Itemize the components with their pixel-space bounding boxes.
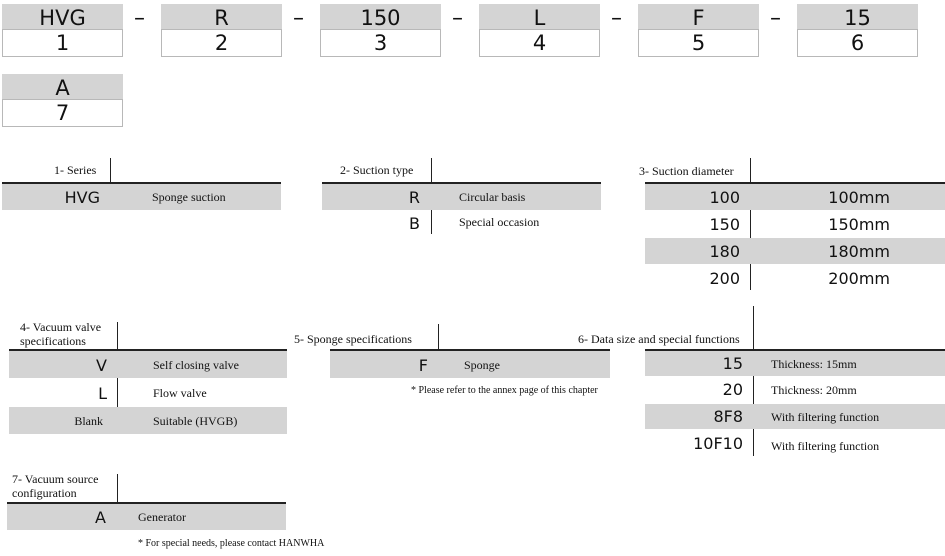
- code-index-vacuum-source: 7: [2, 99, 123, 127]
- suction-diameter-code: 180: [709, 242, 740, 261]
- code-index-vacuum-valve: 4: [479, 29, 600, 57]
- data-size-desc: Thickness: 15mm: [771, 357, 857, 371]
- table-row: [2, 184, 281, 210]
- suction-type-header: 2- Suction type: [340, 163, 414, 177]
- code-box-vacuum-source: A: [2, 74, 123, 101]
- table-row: [645, 351, 945, 376]
- suction-type-desc: Circular basis: [459, 190, 526, 204]
- code-index-suction-type: 2: [161, 29, 282, 57]
- table-row: [645, 404, 945, 429]
- data-size-code: 8F8: [713, 407, 743, 426]
- code-box-data-size: 15: [797, 4, 918, 31]
- divider: [2, 182, 281, 184]
- data-size-desc: With filtering function: [771, 410, 880, 424]
- sponge-spec-code: F: [418, 356, 428, 375]
- divider: [645, 182, 945, 184]
- suction-diameter-desc: 100mm: [828, 188, 890, 207]
- data-size-code: 10F10: [693, 434, 743, 453]
- vacuum-source-desc: Generator: [138, 510, 186, 524]
- divider: [330, 349, 610, 351]
- divider: [117, 322, 118, 434]
- table-row: [645, 238, 945, 264]
- vacuum-valve-desc: Suitable (HVGB): [153, 414, 238, 428]
- data-size-code: 15: [722, 354, 743, 373]
- vacuum-source-code: A: [95, 508, 106, 527]
- suction-diameter-desc: 150mm: [828, 215, 890, 234]
- series-code: HVG: [64, 188, 100, 207]
- suction-type-desc: Special occasion: [459, 215, 540, 229]
- sponge-spec-note: * Please refer to the annex page of this…: [411, 385, 598, 396]
- table-row: [322, 184, 601, 210]
- code-box-series: HVG: [2, 4, 123, 31]
- vacuum-valve-code: V: [96, 356, 107, 375]
- code-index-data-size: 6: [797, 29, 918, 57]
- divider: [7, 502, 286, 504]
- divider: [9, 349, 287, 351]
- table-row: [9, 351, 287, 378]
- vacuum-valve-desc: Flow valve: [153, 386, 207, 400]
- code-index-suction-diameter: 3: [320, 29, 441, 57]
- suction-diameter-code: 150: [709, 215, 740, 234]
- divider: [750, 158, 751, 290]
- code-box-suction-type: R: [161, 4, 282, 31]
- table-row: [9, 407, 287, 434]
- suction-diameter-header: 3- Suction diameter: [639, 164, 734, 178]
- suction-type-code: R: [408, 188, 420, 207]
- data-size-desc: With filtering function: [771, 439, 880, 453]
- data-size-desc: Thickness: 20mm: [771, 383, 857, 397]
- code-box-sponge-spec: F: [638, 4, 759, 31]
- code-box-suction-diameter: 150: [320, 4, 441, 31]
- separator-dash: –: [293, 6, 304, 31]
- vacuum-valve-header-line2: specifications: [20, 334, 86, 348]
- suction-diameter-desc: 180mm: [828, 242, 890, 261]
- separator-dash: –: [770, 6, 781, 31]
- vacuum-valve-header: 4- Vacuum valve: [20, 320, 102, 334]
- separator-dash: –: [611, 6, 622, 31]
- divider: [645, 349, 945, 351]
- sponge-spec-header: 5- Sponge specifications: [294, 332, 412, 346]
- suction-diameter-code: 100: [709, 188, 740, 207]
- suction-diameter-desc: 200mm: [828, 269, 890, 288]
- sponge-spec-desc: Sponge: [464, 358, 500, 372]
- separator-dash: –: [134, 6, 145, 31]
- table-row: [330, 351, 610, 378]
- series-desc: Sponge suction: [152, 190, 226, 204]
- data-size-header: 6- Data size and special functions: [578, 332, 740, 346]
- vacuum-source-note: * For special needs, please contact HANW…: [138, 538, 325, 549]
- divider: [753, 306, 754, 456]
- code-index-sponge-spec: 5: [638, 29, 759, 57]
- suction-type-code: B: [409, 214, 420, 233]
- divider: [322, 182, 601, 184]
- suction-diameter-code: 200: [709, 269, 740, 288]
- vacuum-source-header-line2: configuration: [12, 486, 77, 500]
- series-header: 1- Series: [54, 163, 97, 177]
- vacuum-valve-code: L: [98, 384, 107, 403]
- code-box-vacuum-valve: L: [479, 4, 600, 31]
- code-index-series: 1: [2, 29, 123, 57]
- data-size-code: 20: [722, 380, 743, 399]
- vacuum-valve-code: Blank: [74, 414, 103, 428]
- vacuum-source-header: 7- Vacuum source: [12, 472, 99, 486]
- separator-dash: –: [452, 6, 463, 31]
- table-row: [7, 504, 286, 530]
- table-row: [645, 184, 945, 210]
- vacuum-valve-desc: Self closing valve: [153, 358, 239, 372]
